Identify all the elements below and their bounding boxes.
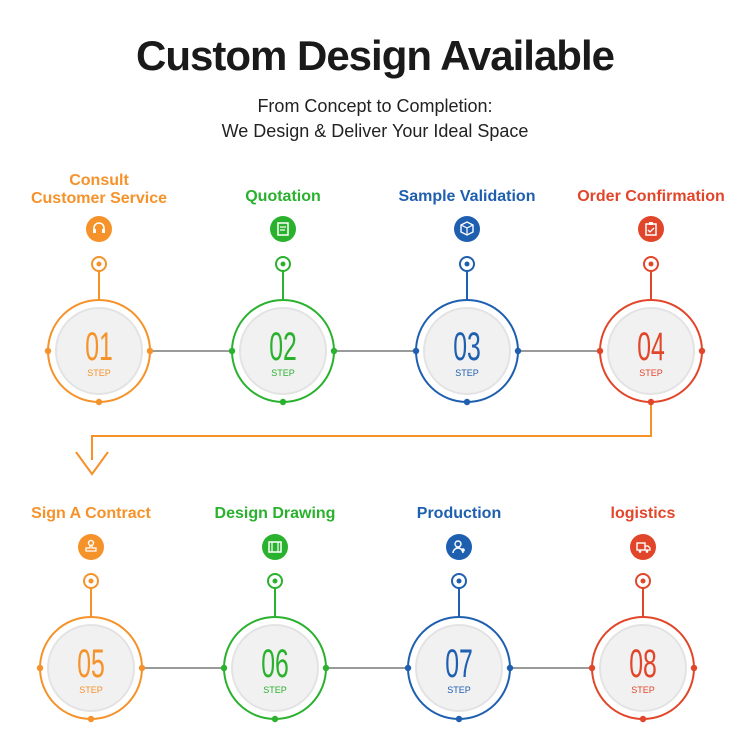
step-node xyxy=(322,664,330,672)
flow-arrow-line xyxy=(91,402,652,460)
step-disc xyxy=(47,624,135,712)
step-number: 05 xyxy=(77,642,105,686)
subtitle-line-1: From Concept to Completion: xyxy=(257,96,493,116)
step-node xyxy=(404,664,412,672)
step-caption: STEP xyxy=(447,685,471,695)
step-node xyxy=(698,347,706,355)
step-label: Production xyxy=(359,505,559,523)
box-icon xyxy=(454,216,480,242)
step-node xyxy=(279,398,287,406)
step-caption: STEP xyxy=(631,685,655,695)
step-node xyxy=(36,664,44,672)
truck-icon xyxy=(630,534,656,560)
step-node xyxy=(330,347,338,355)
step-label: Quotation xyxy=(183,188,383,206)
step-label-line-1: Quotation xyxy=(245,188,321,205)
step-number: 01 xyxy=(85,325,113,369)
clipboard-icon xyxy=(638,216,664,242)
step-pin-dot xyxy=(96,261,102,267)
step-number: 03 xyxy=(453,325,481,369)
step-label: Sign A Contract xyxy=(0,505,191,523)
step-disc xyxy=(607,307,695,395)
step-node xyxy=(271,715,279,723)
step-number: 06 xyxy=(261,642,289,686)
step-node xyxy=(647,398,655,406)
worker-icon xyxy=(446,534,472,560)
step-label-line-1: Production xyxy=(416,505,502,522)
step-node xyxy=(596,347,604,355)
step-pin-dot xyxy=(456,578,462,584)
step-node xyxy=(588,664,596,672)
subtitle-line-2: We Design & Deliver Your Ideal Space xyxy=(221,121,529,141)
step-node xyxy=(412,347,420,355)
step-caption: STEP xyxy=(271,368,295,378)
step-node xyxy=(514,347,522,355)
stamp-icon xyxy=(78,534,104,560)
step-caption: STEP xyxy=(87,368,111,378)
step-number: 02 xyxy=(269,325,297,369)
step-disc xyxy=(599,624,687,712)
step-pin-dot xyxy=(648,261,654,267)
step-pin-dot xyxy=(88,578,94,584)
step-caption: STEP xyxy=(79,685,103,695)
step-label-line-1: Design Drawing xyxy=(214,505,336,522)
step-disc xyxy=(55,307,143,395)
step-label: Design Drawing xyxy=(175,505,375,523)
step-node xyxy=(87,715,95,723)
step-disc xyxy=(239,307,327,395)
step-node xyxy=(228,347,236,355)
step-label-line-1: Sample Validation xyxy=(398,188,536,205)
step-label: Order Confirmation xyxy=(551,188,750,206)
step-pin-dot xyxy=(464,261,470,267)
step-node xyxy=(146,347,154,355)
step-number: 04 xyxy=(637,325,665,369)
headset-icon xyxy=(86,216,112,242)
page-title: Custom Design Available xyxy=(135,32,615,79)
step-pin-dot xyxy=(640,578,646,584)
step-node xyxy=(506,664,514,672)
step-label: logistics xyxy=(543,505,743,523)
step-node xyxy=(138,664,146,672)
step-pin-dot xyxy=(280,261,286,267)
step-label: Sample Validation xyxy=(367,188,567,206)
step-node xyxy=(690,664,698,672)
step-disc xyxy=(415,624,503,712)
step-disc xyxy=(231,624,319,712)
blueprint-icon xyxy=(262,534,288,560)
step-pin-dot xyxy=(272,578,278,584)
step-caption: STEP xyxy=(263,685,287,695)
step-label-line-1: Consult xyxy=(69,172,129,189)
step-label-line-2: Customer Service xyxy=(30,190,168,207)
step-node xyxy=(95,398,103,406)
step-node xyxy=(639,715,647,723)
step-node xyxy=(220,664,228,672)
step-caption: STEP xyxy=(639,368,663,378)
step-node xyxy=(44,347,52,355)
step-label-line-1: Order Confirmation xyxy=(577,188,725,205)
step-label-line-1: Sign A Contract xyxy=(31,505,151,522)
flow-arrow-head xyxy=(75,451,109,476)
step-caption: STEP xyxy=(455,368,479,378)
step-disc xyxy=(423,307,511,395)
step-node xyxy=(463,398,471,406)
step-number: 08 xyxy=(629,642,657,686)
step-number: 07 xyxy=(445,642,473,686)
step-label-line-1: logistics xyxy=(610,505,676,522)
step-node xyxy=(455,715,463,723)
document-icon xyxy=(270,216,296,242)
